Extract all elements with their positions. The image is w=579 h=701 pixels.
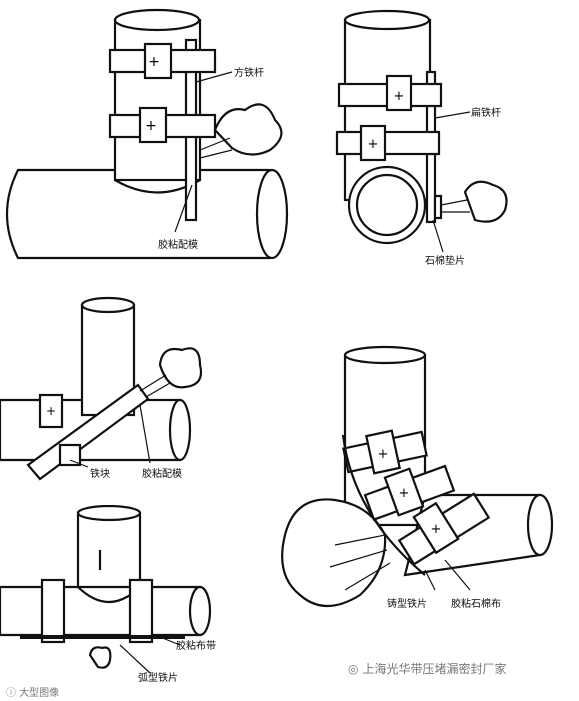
panel-4-drawing — [0, 505, 212, 674]
panel-1-drawing: + + — [5, 8, 289, 260]
label-adhesive-cloth: 胶粘布带 — [176, 641, 216, 652]
panel-1-diagram: + + 方铁杆 胶粘配模 — [0, 0, 300, 285]
panel-3-drawing: + — [0, 296, 203, 481]
svg-text:+: + — [378, 447, 389, 462]
watermark-right-text: 上海光华带压堵漏密封厂家 — [362, 662, 507, 676]
panel-3-diagram: + 铁块 胶粘配模 — [0, 295, 270, 500]
svg-text:+: + — [399, 486, 410, 501]
label-asbestos-cloth: 胶粘石棉布 — [451, 599, 501, 610]
panel-5-drawing: + + + — [281, 345, 554, 607]
label-cast-iron-piece: 铸型铁片 — [387, 599, 427, 610]
label-iron-block: 铁块 — [90, 469, 110, 480]
label-asbestos-pad: 石棉垫片 — [425, 256, 465, 267]
svg-text:+: + — [148, 54, 160, 70]
svg-text:+: + — [368, 137, 379, 152]
svg-text:+: + — [145, 118, 157, 134]
label-flat-bar: 扁铁杆 — [471, 108, 501, 119]
wechat-icon: ◎ — [348, 662, 359, 676]
svg-text:+: + — [394, 89, 405, 104]
svg-text:+: + — [46, 404, 56, 418]
label-arc-iron-piece: 弧型铁片 — [138, 673, 178, 684]
watermark-logo-icon: ⓘ — [6, 688, 16, 699]
panel-5-diagram: + + + 铸型铁片 胶粘石棉布 — [275, 345, 575, 635]
svg-text:+: + — [431, 522, 442, 537]
label-glue-mold-1: 胶粘配模 — [158, 240, 198, 251]
cast-iron-clamps — [342, 429, 491, 566]
watermark-left-text: 大型图像 — [19, 688, 60, 699]
panel-4-diagram: 胶粘布带 弧型铁片 — [0, 505, 260, 695]
watermark-left: ⓘ 大型图像 — [6, 684, 59, 699]
watermark-right: ◎上海光华带压堵漏密封厂家 — [348, 660, 507, 677]
label-glue-mold-3: 胶粘配模 — [142, 469, 182, 480]
label-square-bar: 方铁杆 — [234, 68, 264, 79]
panel-2-diagram: + + 扁铁杆 石棉垫片 — [315, 0, 545, 285]
panel-2-drawing: + + — [335, 9, 508, 253]
